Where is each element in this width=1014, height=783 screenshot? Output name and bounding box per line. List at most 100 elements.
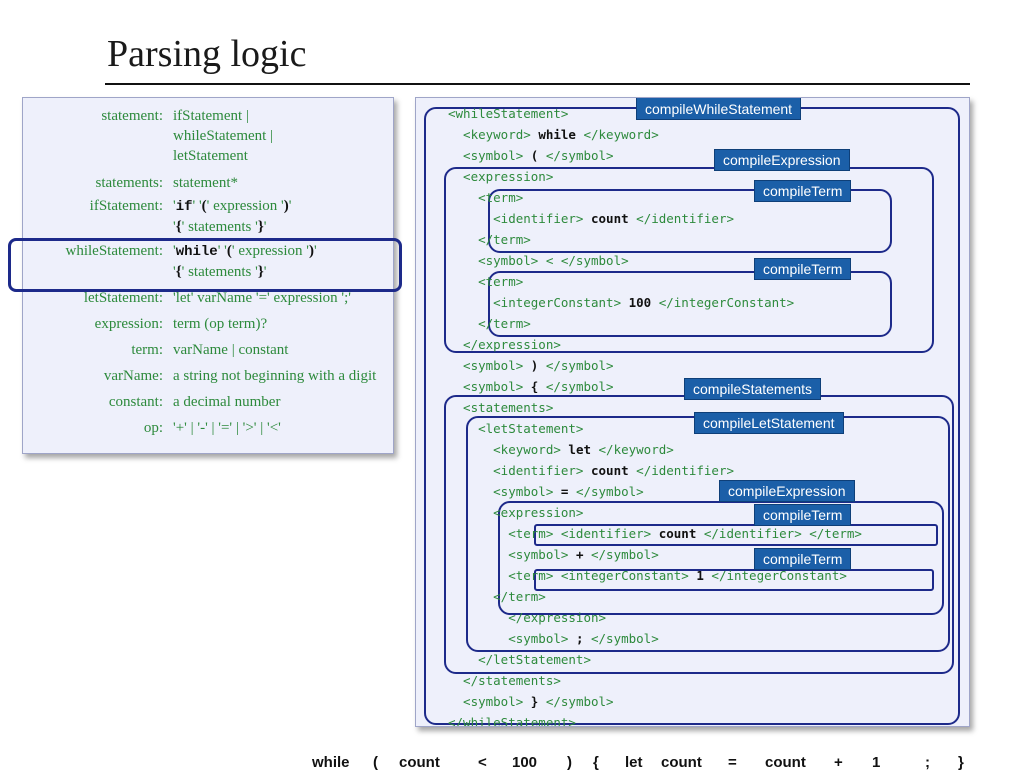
- xml-token-value: {: [530, 379, 539, 394]
- xml-token-value: count: [658, 526, 697, 541]
- token: ): [567, 754, 572, 771]
- grammar-keyword: while: [175, 244, 218, 260]
- grammar-label: term:: [131, 342, 163, 358]
- grammar-label: statements:: [95, 175, 164, 191]
- grammar-panel: statement: ifStatement | whileStatement …: [22, 97, 394, 454]
- grammar-label: expression:: [94, 316, 163, 332]
- token-stream: while ( count < 100 ) { let count = coun…: [0, 754, 1014, 776]
- grammar-body: a string not beginning with a digit: [173, 368, 377, 384]
- xml-token-value: count: [591, 463, 629, 478]
- token: +: [834, 754, 843, 771]
- title-rule: [105, 83, 970, 85]
- grammar-text: ' expression ': [206, 198, 284, 214]
- xml-line: </term>: [448, 316, 531, 331]
- xml-token-value: (: [530, 148, 539, 163]
- while-highlight-box: [8, 238, 402, 292]
- xml-line: <symbol> ( </symbol>: [448, 148, 614, 163]
- xml-line: <symbol> < </symbol>: [448, 253, 629, 268]
- term-box: [488, 271, 892, 337]
- grammar-symbol: {: [175, 264, 182, 280]
- xml-line: <expression>: [448, 505, 584, 520]
- xml-line: <symbol> ; </symbol>: [448, 631, 659, 646]
- expression-box: [444, 167, 934, 353]
- xml-line: <keyword> while </keyword>: [448, 127, 659, 142]
- grammar-symbol: (: [226, 243, 232, 259]
- xml-line: <letStatement>: [448, 421, 584, 436]
- grammar-body: 'let' varName '=' expression ';': [173, 290, 351, 306]
- xml-token-value: ;: [575, 631, 584, 646]
- xml-line: <symbol> } </symbol>: [448, 694, 614, 709]
- routine-label-statements: compileStatements: [684, 378, 822, 400]
- grammar-body: varName | constant: [173, 342, 289, 358]
- token: ;: [925, 754, 930, 771]
- token: 100: [512, 754, 538, 771]
- token: (: [373, 754, 378, 771]
- xml-line: </expression>: [448, 610, 607, 625]
- grammar-symbol: ): [308, 243, 314, 259]
- xml-token-value: while: [538, 127, 576, 142]
- xml-line: <symbol> + </symbol>: [448, 547, 659, 562]
- xml-line: <integerConstant> 100 </integerConstant>: [448, 295, 795, 310]
- grammar-text: ': [313, 243, 317, 259]
- grammar-line: whileStatement |: [173, 128, 274, 144]
- routine-label-while: compileWhileStatement: [636, 98, 802, 120]
- grammar-label: constant:: [108, 394, 163, 410]
- xml-line: <whileStatement>: [448, 106, 569, 121]
- xml-line: <identifier> count </identifier>: [448, 211, 734, 226]
- xml-token-value: =: [560, 484, 569, 499]
- grammar-text: ': [263, 219, 267, 235]
- xml-output-panel: <whileStatement> <keyword> while </keywo…: [415, 97, 970, 727]
- grammar-body: a decimal number: [173, 394, 281, 410]
- grammar-text: ': [173, 264, 176, 280]
- grammar-keyword: if: [175, 199, 193, 215]
- xml-line: </statements>: [448, 673, 561, 688]
- grammar-text: ' ': [192, 198, 202, 214]
- grammar-text: ': [263, 264, 267, 280]
- grammar-text: ' statements ': [181, 264, 258, 280]
- grammar-symbol: }: [257, 264, 264, 280]
- xml-line: </term>: [448, 589, 546, 604]
- token: count: [661, 754, 702, 771]
- xml-line: <term> <identifier> count </identifier> …: [448, 526, 862, 541]
- grammar-text: ' statements ': [181, 219, 258, 235]
- xml-line: <term> <integerConstant> 1 </integerCons…: [448, 568, 847, 583]
- xml-line: <identifier> count </identifier>: [448, 463, 734, 478]
- routine-label-expression: compileExpression: [714, 149, 850, 171]
- grammar-line: ifStatement |: [173, 108, 249, 124]
- term-box: [534, 569, 934, 591]
- grammar-label: statement:: [101, 108, 163, 124]
- grammar-body: statement*: [173, 175, 238, 191]
- token: count: [399, 754, 440, 771]
- grammar-body: '+' | '-' | '=' | '>' | '<': [173, 420, 281, 436]
- token: }: [958, 754, 964, 771]
- token: <: [478, 754, 487, 771]
- grammar-body: term (op term)?: [173, 316, 268, 332]
- grammar-label: letStatement:: [83, 290, 163, 306]
- xml-line: </term>: [448, 232, 531, 247]
- xml-line: <symbol> ) </symbol>: [448, 358, 614, 373]
- xml-line: <keyword> let </keyword>: [448, 442, 674, 457]
- grammar-line: letStatement: [173, 148, 248, 164]
- xml-line: <expression>: [448, 169, 554, 184]
- grammar-text: ': [173, 198, 176, 214]
- token: {: [593, 754, 599, 771]
- grammar-symbol: ): [283, 198, 289, 214]
- routine-label-term: compileTerm: [754, 258, 852, 280]
- term-box: [488, 189, 892, 253]
- xml-line: <term>: [448, 274, 524, 289]
- token: =: [728, 754, 737, 771]
- grammar-text: ': [173, 243, 176, 259]
- grammar-symbol: (: [201, 198, 207, 214]
- grammar-body: 'while' '(' expression ')' '{' statement…: [173, 241, 317, 282]
- xml-token-value: let: [568, 442, 591, 457]
- xml-line: </whileStatement>: [448, 715, 576, 727]
- routine-label-let: compileLetStatement: [694, 412, 844, 434]
- grammar-text: ': [173, 219, 176, 235]
- routine-label-expression: compileExpression: [719, 480, 855, 502]
- xml-token-value: count: [591, 211, 629, 226]
- grammar-label: ifStatement:: [89, 198, 163, 214]
- grammar-label: whileStatement:: [65, 243, 163, 259]
- xml-line: </expression>: [448, 337, 561, 352]
- token: let: [625, 754, 643, 771]
- grammar-symbol: {: [175, 219, 182, 235]
